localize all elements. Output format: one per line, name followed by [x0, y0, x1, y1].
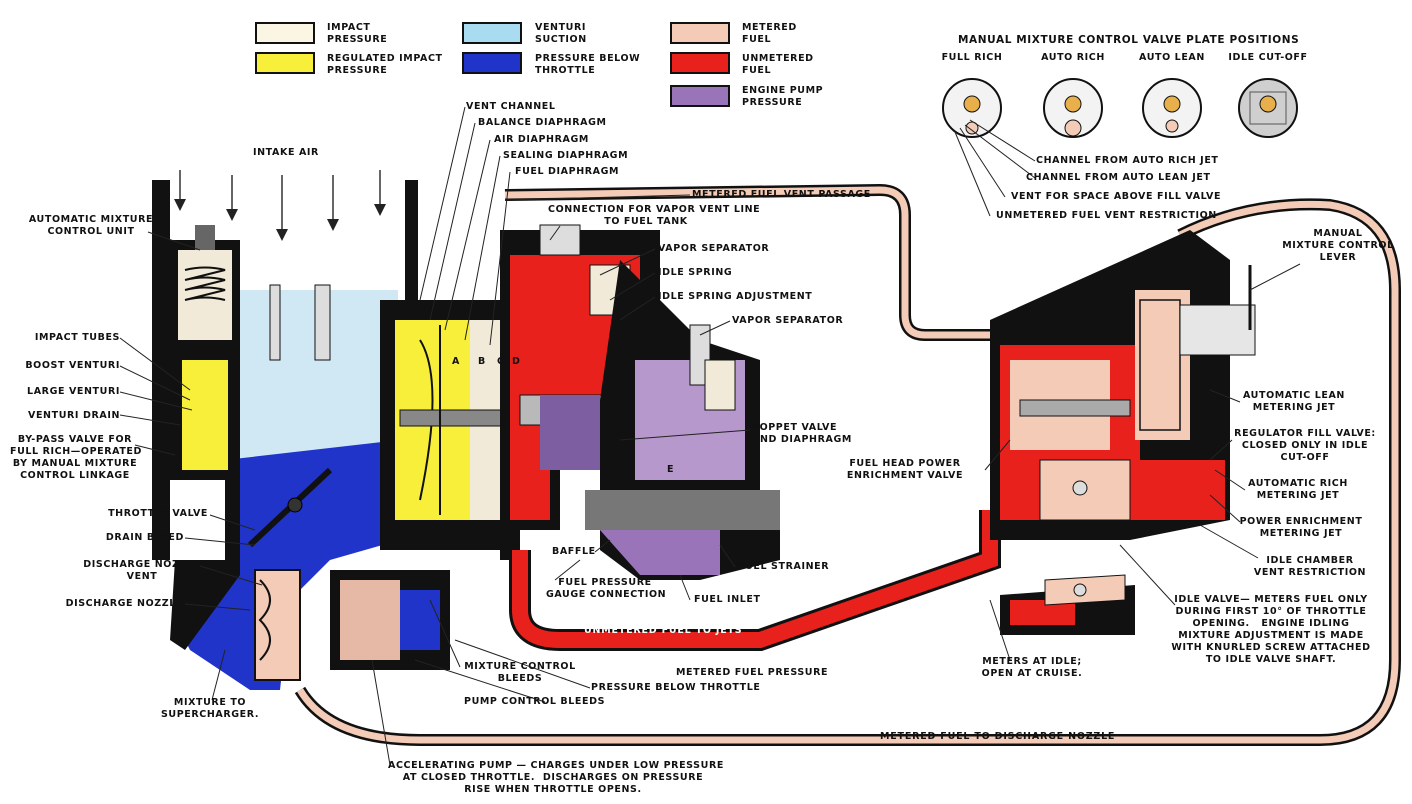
- label-drain-bleed: DRAIN BLEED: [105, 532, 184, 543]
- legend-label-regulated: REGULATED IMPACT PRESSURE: [327, 53, 443, 76]
- label-large-venturi: LARGE VENTURI: [27, 386, 120, 397]
- label-mixture-bleeds: MIXTURE CONTROL BLEEDS: [464, 661, 576, 684]
- label-fuel-diaphragm: FUEL DIAPHRAGM: [515, 166, 620, 177]
- leader-lines: [119, 106, 1301, 766]
- label-intake-air: INTAKE AIR: [253, 147, 319, 158]
- label-mixture-to-supercharger: MIXTURE TO SUPERCHARGER.: [160, 697, 260, 720]
- callout-unmetered-vent: UNMETERED FUEL VENT RESTRICTION: [996, 210, 1217, 221]
- label-fuel-gauge: FUEL PRESSURE GAUGE CONNECTION: [546, 577, 667, 600]
- pump-body-purple: [540, 260, 780, 580]
- label-vapor-vent-line: CONNECTION FOR VAPOR VENT LINE TO FUEL T…: [548, 204, 761, 227]
- label-fuel-head-valve: FUEL HEAD POWER ENRICHMENT VALVE: [846, 458, 964, 481]
- label-discharge-nozzle: DISCHARGE NOZZLE: [65, 598, 183, 609]
- label-discharge-vent: DISCHARGE NOZZLE VENT: [83, 559, 201, 582]
- legend-label-pump: ENGINE PUMP PRESSURE: [742, 85, 824, 108]
- throat-housing: [152, 170, 418, 690]
- label-manual-lever: MANUAL MIXTURE CONTROL LEVER: [1282, 228, 1394, 263]
- legend-swatch-pump: [670, 85, 730, 107]
- legend-label-unmetered: UNMETERED FUEL: [742, 53, 814, 76]
- legend-label-impact: IMPACT PRESSURE: [327, 22, 388, 45]
- label-fuel-inlet: FUEL INLET: [694, 594, 761, 605]
- metered-fuel-pipe: [294, 183, 1401, 746]
- callout-vent-fill-valve: VENT FOR SPACE ABOVE FILL VALVE: [1011, 191, 1222, 202]
- label-throttle-valve: THROTTLE VALVE: [108, 508, 208, 519]
- label-vapor-separator-1: VAPOR SEPARATOR: [658, 243, 770, 254]
- legend-swatch-impact: [255, 22, 315, 44]
- label-impact-tubes: IMPACT TUBES: [34, 332, 120, 343]
- chamber-letter-a: A: [452, 356, 460, 367]
- regulator-unit: [380, 300, 531, 550]
- label-air-diaphragm: AIR DIAPHRAGM: [494, 134, 589, 145]
- label-metered-pressure: METERED FUEL PRESSURE: [676, 667, 829, 678]
- label-sealing-diaphragm: SEALING DIAPHRAGM: [503, 150, 629, 161]
- label-metered-vent-passage: METERED FUEL VENT PASSAGE: [692, 189, 871, 200]
- label-unmetered-to-jets: UNMETERED FUEL TO JETS: [584, 625, 743, 636]
- label-accelerating-pump: ACCELERATING PUMP — CHARGES UNDER LOW PR…: [388, 760, 724, 795]
- label-idle-spring: IDLE SPRING: [658, 267, 733, 278]
- legend-swatch-venturi: [462, 22, 522, 44]
- legend-swatch-below-throttle: [462, 52, 522, 74]
- legend-swatch-unmetered: [670, 52, 730, 74]
- label-vent-channel: VENT CHANNEL: [466, 101, 556, 112]
- label-balance-diaphragm: BALANCE DIAPHRAGM: [478, 117, 607, 128]
- chamber-letter-e: E: [667, 464, 675, 475]
- plate-label-auto-rich: AUTO RICH: [1041, 52, 1105, 63]
- legend-label-venturi: VENTURI SUCTION: [535, 22, 587, 45]
- label-bypass-valve: BY-PASS VALVE FOR FULL RICH—OPERATED BY …: [10, 434, 143, 481]
- label-auto-lean-jet: AUTOMATIC LEAN METERING JET: [1243, 390, 1345, 413]
- label-pressure-below-throttle: PRESSURE BELOW THROTTLE: [591, 682, 761, 693]
- chamber-letter-d: D: [512, 356, 521, 367]
- chamber-letter-b: B: [478, 356, 486, 367]
- label-poppet-valve: POPPET VALVE AND DIAPHRAGM: [752, 422, 852, 445]
- label-power-jet: POWER ENRICHMENT METERING JET: [1239, 516, 1363, 539]
- chamber-letter-c: C: [497, 356, 505, 367]
- legend-swatch-metered: [670, 22, 730, 44]
- valve-plate-discs: [942, 78, 1298, 138]
- callout-auto-rich-channel: CHANNEL FROM AUTO RICH JET: [1036, 155, 1219, 166]
- legend-swatch-regulated: [255, 52, 315, 74]
- plate-label-full-rich: FULL RICH: [941, 52, 1003, 63]
- metering-unit: [990, 230, 1256, 540]
- idle-valve-detail: [1000, 574, 1135, 635]
- label-boost-venturi: BOOST VENTURI: [25, 360, 120, 371]
- label-regulator-fill: REGULATOR FILL VALVE: CLOSED ONLY IN IDL…: [1234, 428, 1376, 463]
- label-pump-bleeds: PUMP CONTROL BLEEDS: [464, 696, 606, 707]
- label-idle-valve: IDLE VALVE— METERS FUEL ONLY DURING FIRS…: [1171, 594, 1371, 665]
- label-vapor-separator-2: VAPOR SEPARATOR: [732, 315, 844, 326]
- label-fuel-strainer: FUEL STRAINER: [738, 561, 830, 572]
- label-idle-chamber: IDLE CHAMBER VENT RESTRICTION: [1253, 555, 1367, 578]
- label-metered-to-nozzle: METERED FUEL TO DISCHARGE NOZZLE: [880, 731, 1116, 742]
- label-venturi-drain: VENTURI DRAIN: [28, 410, 120, 421]
- plate-label-auto-lean: AUTO LEAN: [1139, 52, 1205, 63]
- label-auto-mixture-unit: AUTOMATIC MIXTURE CONTROL UNIT: [28, 214, 154, 237]
- legend-label-metered: METERED FUEL: [742, 22, 797, 45]
- callout-auto-lean-channel: CHANNEL FROM AUTO LEAN JET: [1026, 172, 1211, 183]
- accelerating-pump: [254, 569, 450, 681]
- valve-plates-title: MANUAL MIXTURE CONTROL VALVE PLATE POSIT…: [958, 34, 1300, 46]
- label-meters-at-idle: METERS AT IDLE; OPEN AT CRUISE.: [981, 656, 1083, 679]
- plate-label-idle-cutoff: IDLE CUT-OFF: [1228, 52, 1308, 63]
- label-baffle: BAFFLE: [552, 546, 596, 557]
- label-auto-rich-jet: AUTOMATIC RICH METERING JET: [1248, 478, 1348, 501]
- legend-label-below-throttle: PRESSURE BELOW THROTTLE: [535, 53, 641, 76]
- label-idle-spring-adj: IDLE SPRING ADJUSTMENT: [658, 291, 813, 302]
